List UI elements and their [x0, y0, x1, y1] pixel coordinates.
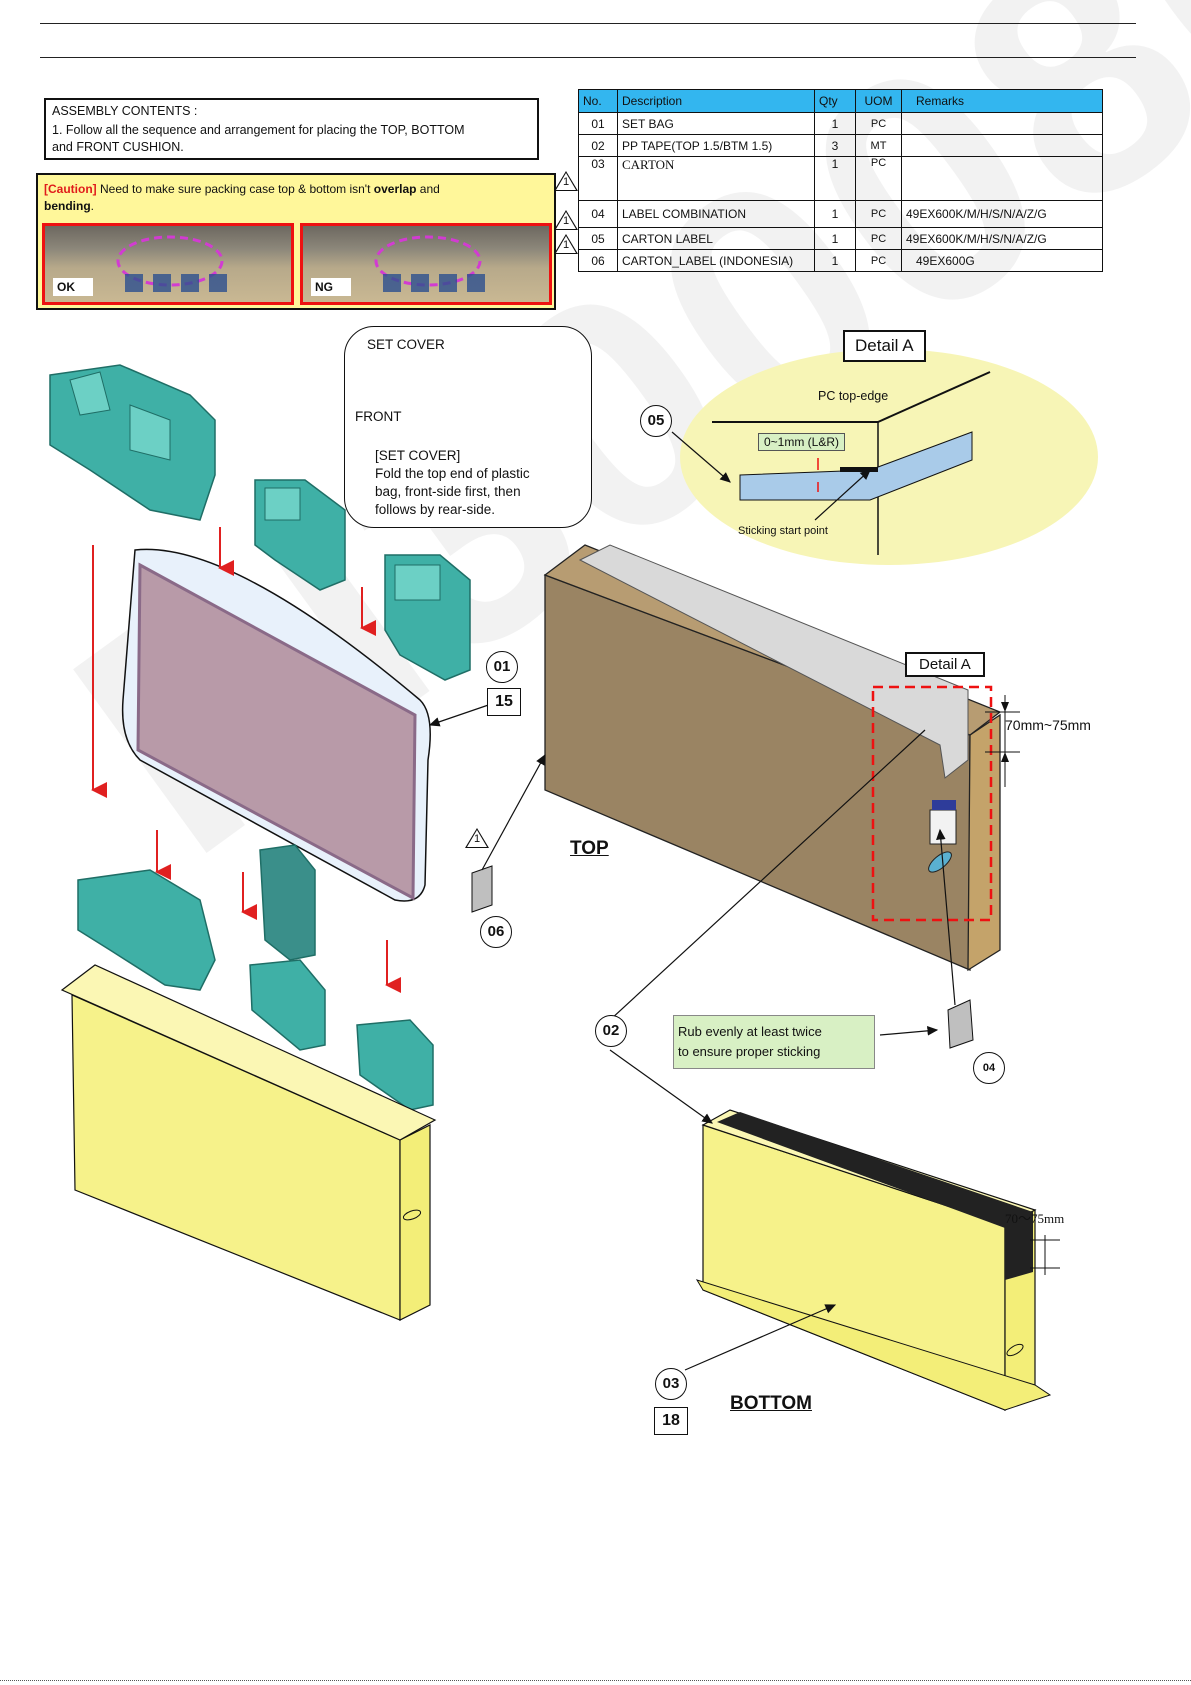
detail-a-title: Detail A — [843, 330, 926, 362]
table-row: 06 CARTON_LABEL (INDONESIA) 1 PC 49EX600… — [578, 249, 1103, 272]
label-04-icon — [947, 999, 974, 1049]
section-top-title: TOP — [570, 838, 609, 859]
highlight-ellipse-ng — [374, 235, 482, 287]
ng-label: NG — [311, 278, 351, 296]
header-uom: UOM — [855, 89, 902, 113]
detail-a-region — [871, 685, 993, 922]
set-cover-title: [SET COVER] — [375, 448, 461, 463]
revision-mark-icon: 1 — [465, 828, 489, 848]
bottom-tape-dimension: 70～75mm — [1005, 1211, 1065, 1226]
table-header-row: No. Description Qty UOM Remarks — [578, 89, 1103, 113]
caution-text: [Caution] Need to make sure packing case… — [44, 181, 544, 215]
caution-text-c: . — [90, 199, 95, 213]
callout-04: 04 — [973, 1052, 1005, 1084]
cell-no: 01 — [578, 112, 618, 135]
revision-mark-icon: 1 — [554, 210, 578, 230]
label-06-icon — [471, 865, 493, 913]
cushion-bottom-left — [77, 869, 216, 991]
table-row: 03 CARTON 1 PC — [578, 156, 1103, 201]
gap-label: 0~1mm (L&R) — [758, 433, 846, 451]
header-description: Description — [617, 89, 815, 113]
revision-mark-number: 1 — [563, 215, 570, 227]
table-row: 05 CARTON LABEL 1 PC 49EX600K/M/H/S/N/A/… — [578, 227, 1103, 250]
rub-evenly-note: Rub evenly at least twice to ensure prop… — [673, 1015, 875, 1069]
quantity-box-18: 18 — [654, 1407, 688, 1435]
header-rule-bottom — [40, 57, 1136, 58]
pc-top-edge-label: PC top-edge — [818, 389, 889, 403]
cell-no: 02 — [578, 134, 618, 157]
cushion-bottom-right — [356, 1019, 434, 1111]
set-cover-label: SET COVER — [367, 337, 445, 352]
revision-mark-number: 1 — [563, 239, 570, 251]
callout-06: 06 — [480, 916, 512, 948]
caution-tag: [Caution] — [44, 182, 97, 196]
callout-05: 05 — [640, 405, 672, 437]
callout-01: 01 — [486, 651, 518, 683]
cushion-bottom-center — [249, 959, 326, 1051]
sticking-start-label: Sticking start point — [738, 525, 828, 537]
header-no: No. — [578, 89, 618, 113]
ok-label: OK — [53, 278, 93, 296]
header-qty: Qty — [814, 89, 856, 113]
detail-a-background — [680, 349, 1098, 565]
set-cover-instructions: [SET COVER] Fold the top end of plastic … — [375, 447, 530, 519]
cell-remarks: 49EX600K/M/H/S/N/A/Z/G — [901, 200, 1103, 228]
caution-text-a: Need to make sure packing case top & bot… — [96, 182, 374, 196]
footer-rule — [0, 1680, 1191, 1681]
assembly-line-1: 1. Follow all the sequence and arrangeme… — [52, 123, 465, 137]
set-cover-line-2: bag, front-side first, then — [375, 484, 521, 499]
cell-uom: PC — [855, 249, 902, 272]
cell-remarks: 49EX600G — [901, 249, 1103, 272]
set-cover-note: SET COVER FRONT [SET COVER] Fold the top… — [344, 326, 592, 528]
set-cover-line-1: Fold the top end of plastic — [375, 466, 530, 481]
cushion-bottom-stand — [259, 844, 316, 961]
section-bottom-title: BOTTOM — [730, 1393, 812, 1414]
ok-photo: OK — [42, 223, 294, 305]
revision-mark-number: 1 — [474, 833, 481, 845]
rub-note-line-1: Rub evenly at least twice — [678, 1024, 822, 1039]
pp-tape-bottom — [717, 1112, 1033, 1280]
carton-icons-ok — [125, 274, 235, 292]
revision-mark-icon: 1 — [554, 234, 578, 254]
carton-label-window — [929, 809, 957, 845]
table-row: 04 LABEL COMBINATION 1 PC 49EX600K/M/H/S… — [578, 200, 1103, 228]
highlight-ellipse-ok — [116, 235, 224, 287]
ng-photo: NG — [300, 223, 552, 305]
tv-panel — [136, 562, 417, 901]
cell-remarks — [901, 156, 1103, 201]
caution-box: [Caution] Need to make sure packing case… — [36, 173, 556, 310]
rub-note-line-2: to ensure proper sticking — [678, 1044, 821, 1059]
revision-mark-icon: 1 — [554, 171, 578, 191]
pp-tape-top — [578, 544, 969, 779]
cell-desc: CARTON_LABEL (INDONESIA) — [617, 249, 815, 272]
callout-02: 02 — [595, 1015, 627, 1047]
top-tape-dimension: 70mm~75mm — [1005, 717, 1091, 733]
caution-em-overlap: overlap — [373, 182, 417, 196]
carton-icons-ng — [383, 274, 493, 292]
detail-a-callout: Detail A — [905, 652, 985, 677]
caution-em-bending: bending — [44, 199, 91, 213]
parts-table: No. Description Qty UOM Remarks 01 SET B… — [578, 89, 1103, 272]
header-rule-top — [40, 23, 1136, 24]
caution-text-b: and — [416, 182, 440, 196]
cell-uom: PC — [855, 200, 902, 228]
callout-03: 03 — [655, 1368, 687, 1400]
quantity-box-15: 15 — [487, 688, 521, 716]
revision-mark-number: 1 — [563, 176, 570, 188]
cell-no: 06 — [578, 249, 618, 272]
assembly-line-2: and FRONT CUSHION. — [52, 140, 184, 154]
assembly-contents-box: ASSEMBLY CONTENTS : 1. Follow all the se… — [44, 98, 539, 160]
assembly-heading: ASSEMBLY CONTENTS : — [52, 104, 198, 118]
set-cover-line-3: follows by rear-side. — [375, 502, 496, 517]
front-label: FRONT — [355, 409, 402, 424]
header-remarks: Remarks — [901, 89, 1103, 113]
